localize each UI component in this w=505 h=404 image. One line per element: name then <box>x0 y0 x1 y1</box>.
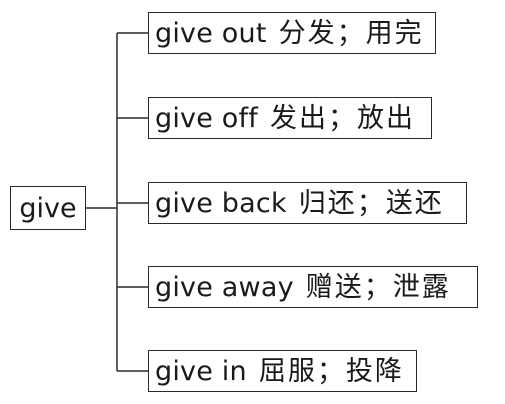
root-word-box: give <box>10 186 86 230</box>
phrase-box-give-in: give in 屈服；投降 <box>148 350 417 392</box>
phrase-chinese: 屈服；投降 <box>258 355 404 387</box>
phrase-english: give away <box>155 271 294 303</box>
phrase-box-give-back: give back 归还；送还 <box>148 182 467 224</box>
phrase-box-give-out: give out 分发；用完 <box>148 12 436 54</box>
phrase-box-give-away: give away 赠送；泄露 <box>148 266 478 308</box>
phrase-chinese: 分发；用完 <box>278 17 424 49</box>
phrase-chinese: 赠送；泄露 <box>305 271 451 303</box>
phrase-english: give off <box>155 102 258 134</box>
phrase-chinese: 发出；放出 <box>269 102 415 134</box>
phrase-chinese: 归还；送还 <box>298 187 444 219</box>
phrase-english: give out <box>155 17 267 49</box>
phrase-english: give back <box>155 187 287 219</box>
phrase-box-give-off: give off 发出；放出 <box>148 97 432 139</box>
phrase-english: give in <box>155 355 247 387</box>
root-word-label: give <box>19 192 77 224</box>
